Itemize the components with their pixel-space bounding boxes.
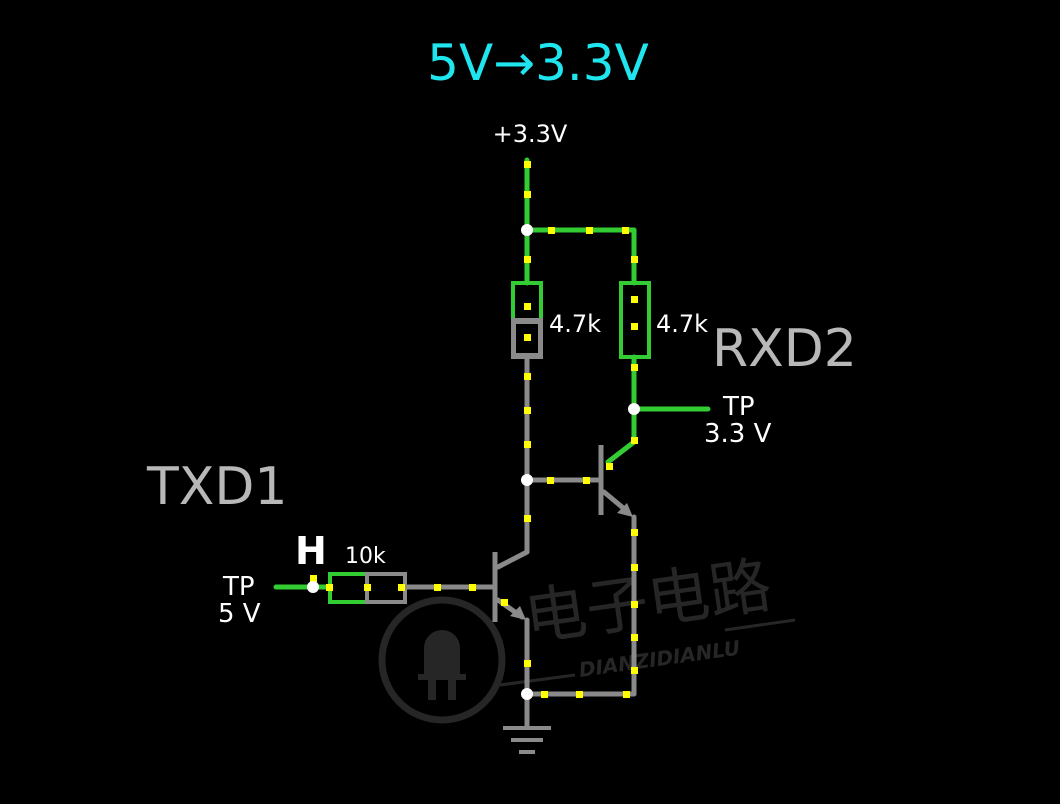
output-tp-voltage: 3.3 V (704, 419, 772, 449)
led-icon (418, 630, 466, 700)
supply-label: +3.3V (493, 120, 568, 148)
resistor-r3-value: 10k (345, 544, 386, 569)
junction-top (521, 224, 533, 236)
junction-q2-base (521, 474, 533, 486)
resistor-r2-value: 4.7k (656, 310, 708, 338)
wire-q2-collector (605, 439, 637, 465)
input-tp-voltage: 5 V (218, 599, 261, 629)
resistor-r1 (511, 281, 543, 359)
watermark-logo-ring (378, 596, 506, 724)
watermark-line-right (724, 618, 796, 632)
resistor-r2 (619, 281, 651, 359)
output-tp-label: TP (722, 392, 755, 422)
input-state: H (295, 529, 327, 573)
resistor-r1-value: 4.7k (549, 310, 601, 338)
watermark-line-left (499, 673, 576, 687)
q2-emitter-arrow (617, 503, 633, 517)
q1-emitter-arrow (510, 606, 526, 620)
wires-high (273, 157, 711, 590)
diagram-title: 5V→3.3V (427, 34, 649, 92)
wire-q1-collector (495, 549, 530, 570)
input-net-name: TXD1 (146, 457, 288, 517)
ground-symbol (503, 726, 551, 754)
input-tp-label: TP (222, 572, 255, 602)
output-net-name: RXD2 (712, 319, 857, 379)
junction-input (307, 581, 319, 593)
junction-ground (521, 688, 533, 700)
current-dots (310, 161, 638, 698)
transistor-q2 (598, 445, 633, 517)
junction-output (628, 403, 640, 415)
junction-nodes (307, 224, 640, 700)
transistor-q1 (492, 552, 526, 622)
